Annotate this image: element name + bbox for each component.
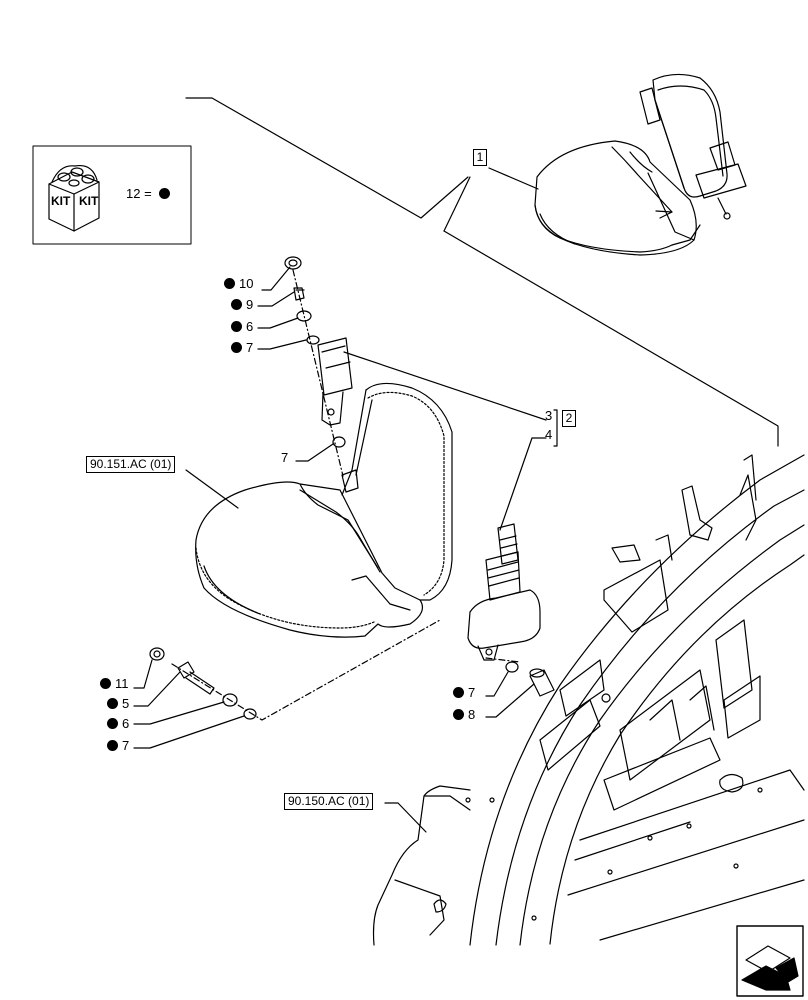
kit-marker-dot xyxy=(107,740,118,751)
callout-number: 7 xyxy=(122,738,130,753)
hardware-cap-10 xyxy=(284,256,302,270)
kit-legend-equation: 12 = xyxy=(126,187,174,201)
seat-illustration xyxy=(195,382,453,638)
cab-frame-illustration xyxy=(372,454,805,946)
washer-7-mid xyxy=(332,436,346,448)
callout-number: 7 xyxy=(246,340,254,355)
hardware-cap-11 xyxy=(149,647,165,661)
navigation-arrow-icon xyxy=(741,945,799,991)
callout-6-bot[interactable]: 6 xyxy=(107,717,129,731)
callout-7-bot[interactable]: 7 xyxy=(107,739,129,753)
callout-7-mid[interactable]: 7 xyxy=(281,450,289,465)
callout-5[interactable]: 5 xyxy=(107,697,129,711)
washer-7-top xyxy=(306,335,320,345)
hardware-nut-9 xyxy=(293,287,305,301)
callout-number: 9 xyxy=(246,297,254,312)
belt-retractor-illustration xyxy=(467,523,541,661)
kit-marker-dot xyxy=(231,342,242,353)
callout-number: 8 xyxy=(468,707,476,722)
callout-8[interactable]: 8 xyxy=(453,708,475,722)
callout-10[interactable]: 10 xyxy=(224,277,253,291)
washer-7-bot xyxy=(243,708,257,720)
kit-marker-dot xyxy=(231,299,242,310)
belt-buckle-illustration xyxy=(317,337,353,426)
kit-box-icon xyxy=(48,164,100,232)
section-ref-frame[interactable]: 90.150.AC (01) xyxy=(284,793,374,810)
callout-4[interactable]: 4 xyxy=(545,427,553,442)
callout-7-top[interactable]: 7 xyxy=(231,341,253,355)
kit-marker-dot xyxy=(231,321,242,332)
callout-number: 5 xyxy=(122,696,130,711)
callout-number: 6 xyxy=(246,319,254,334)
kit-icon-label-right: KIT xyxy=(79,194,99,208)
callout-9[interactable]: 9 xyxy=(231,298,253,312)
callout-3[interactable]: 3 xyxy=(545,408,553,423)
callout-11[interactable]: 11 xyxy=(100,677,129,691)
callout-number: 7 xyxy=(468,685,476,700)
section-ref-seat[interactable]: 90.151.AC (01) xyxy=(86,456,176,473)
washer-7-right xyxy=(505,661,519,673)
kit-marker-dot xyxy=(107,698,118,709)
callout-number: 11 xyxy=(115,676,129,691)
spacer-8 xyxy=(529,668,555,697)
callout-number: 6 xyxy=(122,716,130,731)
assembly-axes xyxy=(171,269,521,721)
assembly-ref-2[interactable]: 2 xyxy=(562,410,576,427)
callout-6-top[interactable]: 6 xyxy=(231,320,253,334)
assembly-ref-1[interactable]: 1 xyxy=(473,149,487,166)
kit-legend-text: 12 = xyxy=(126,186,152,201)
washer-6-top xyxy=(296,310,312,322)
kit-icon-label-left: KIT xyxy=(51,194,71,208)
bolt-5 xyxy=(177,661,215,695)
callout-7-right[interactable]: 7 xyxy=(453,686,475,700)
callout-number: 10 xyxy=(239,276,254,291)
kit-marker-dot xyxy=(453,709,464,720)
kit-marker-dot xyxy=(100,678,111,689)
kit-legend-frame xyxy=(32,145,192,245)
seat-overview-illustration xyxy=(534,73,747,256)
kit-marker-dot xyxy=(107,718,118,729)
kit-marker-dot xyxy=(159,188,171,199)
kit-marker-dot xyxy=(224,278,235,289)
washer-6-bot xyxy=(222,693,238,707)
kit-marker-dot xyxy=(453,687,464,698)
